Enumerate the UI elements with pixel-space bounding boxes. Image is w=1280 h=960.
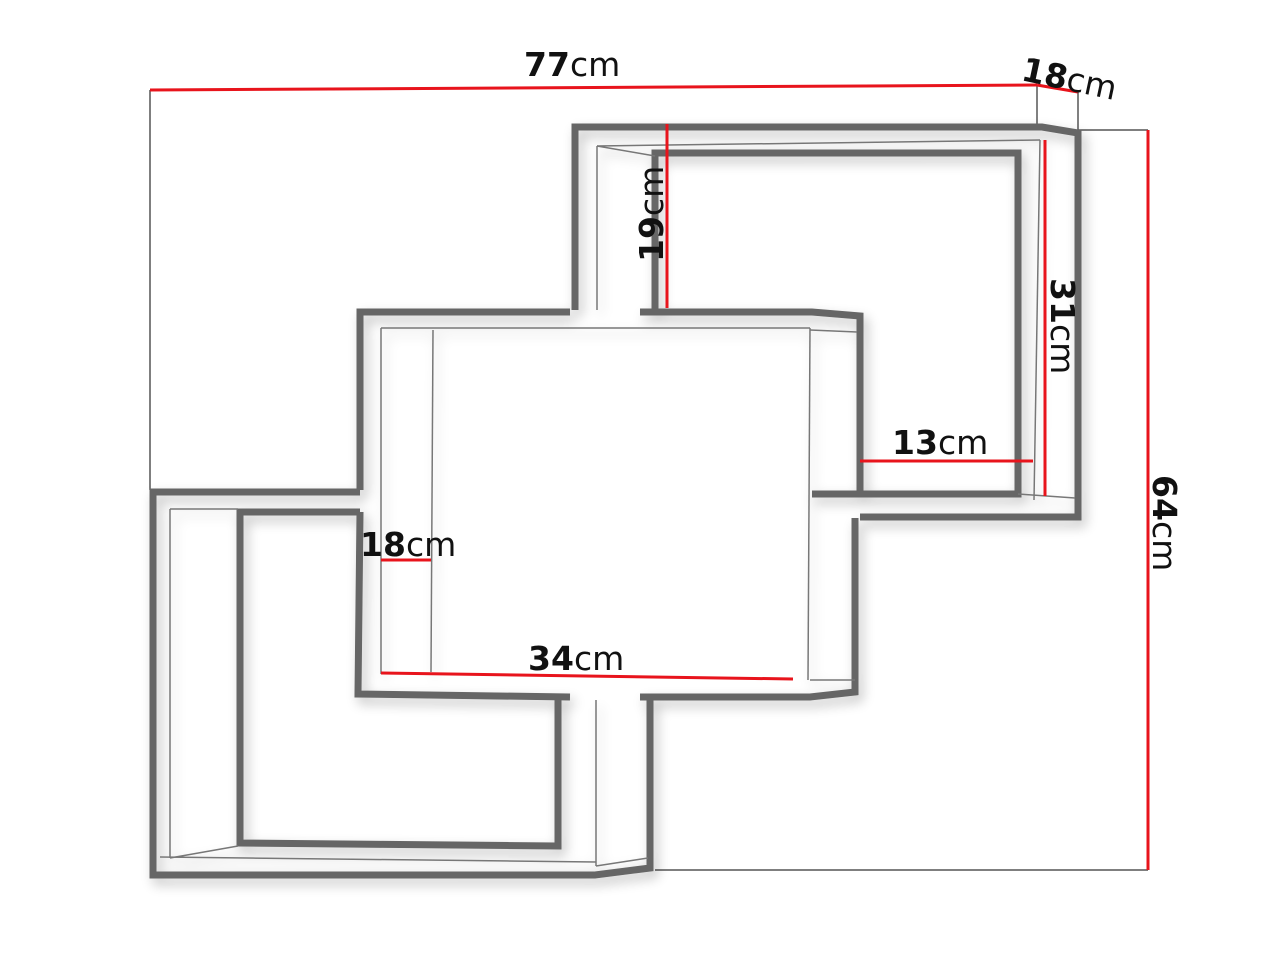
dim-line-77: [149, 83, 1038, 92]
label-overall-height: 64cm: [1145, 475, 1184, 571]
label-overall-width: 77cm: [524, 45, 620, 84]
extension-lines: [149, 85, 1148, 871]
label-middle-cube-depth: 18cm: [360, 525, 456, 564]
shelf-unit: [149, 123, 1082, 879]
middle-cube: [354, 308, 864, 701]
dimension-lines: [149, 83, 1150, 870]
dim-line-18-depth: [1036, 83, 1079, 94]
top-right-cube: [571, 123, 1082, 521]
dim-line-34: [380, 671, 794, 681]
label-depth: 18cm: [1018, 50, 1120, 108]
label-top-cube-inner-width: 13cm: [892, 423, 988, 462]
label-middle-cube-inner-width: 34cm: [528, 639, 624, 678]
label-top-cube-inner-height: 19cm: [632, 166, 671, 262]
bottom-left-cube: [149, 488, 654, 879]
dimension-labels: 77cm 18cm 64cm 19cm 31cm 13cm 18cm 34cm: [360, 45, 1184, 678]
label-top-cube-side-height: 31cm: [1043, 278, 1082, 374]
